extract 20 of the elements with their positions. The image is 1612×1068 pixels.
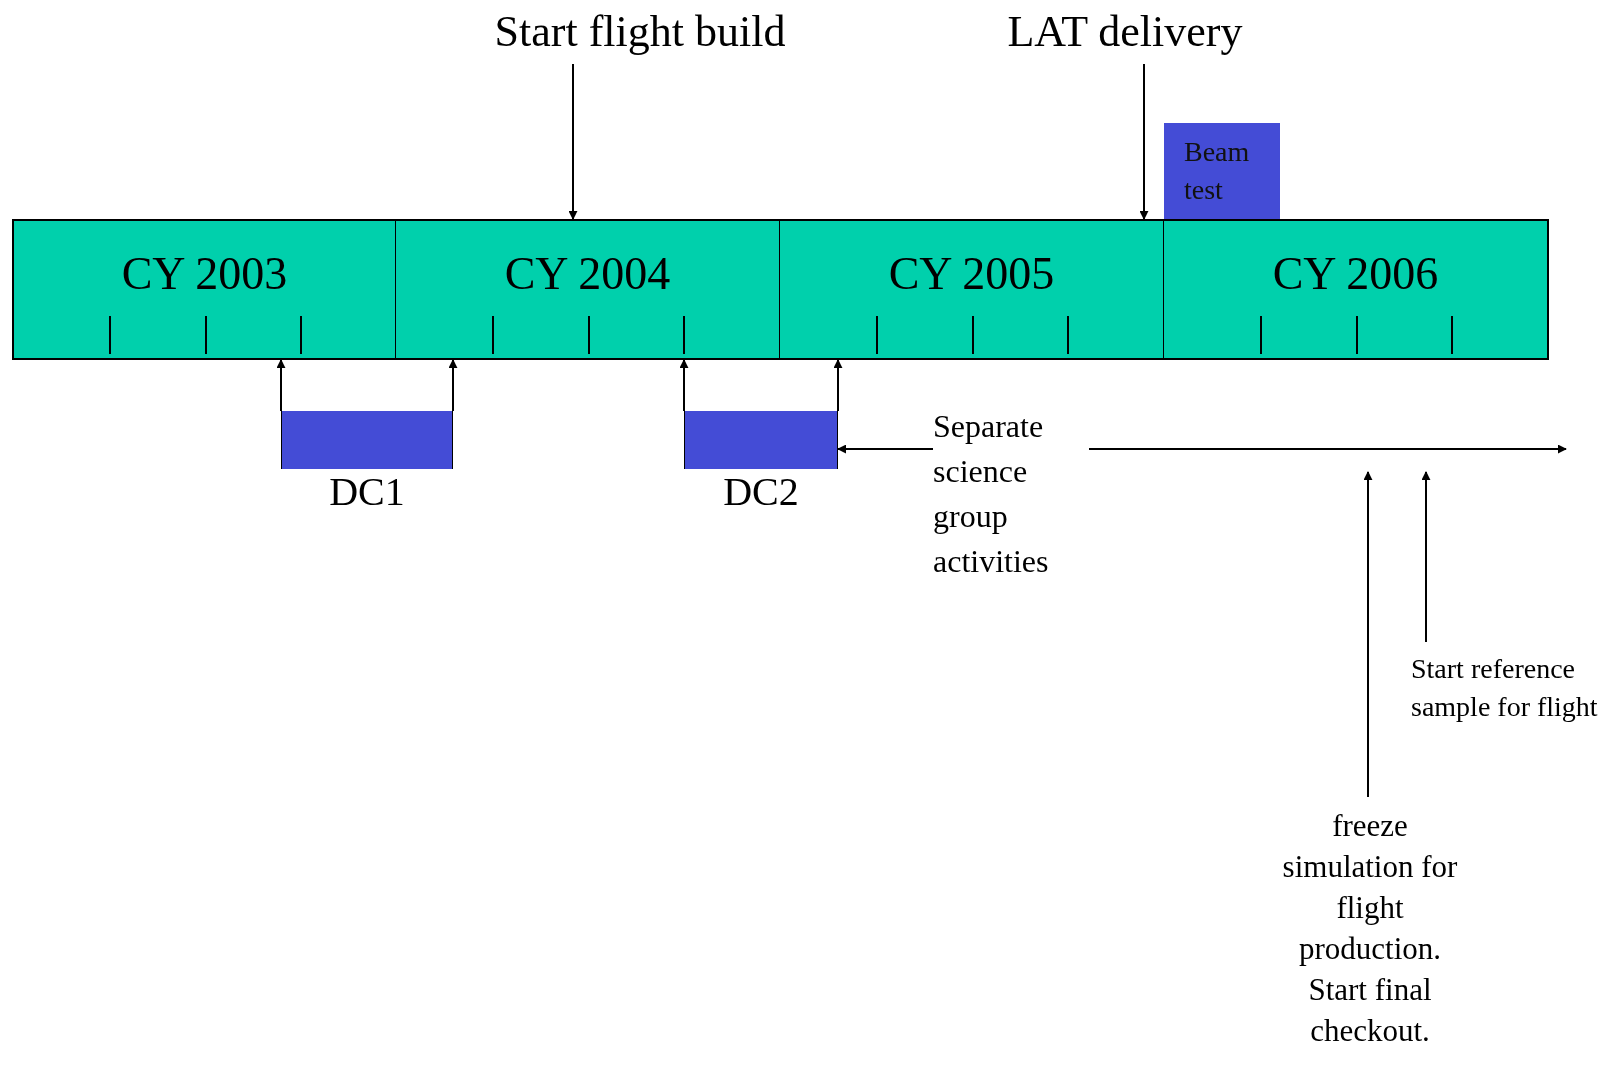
arrow bbox=[833, 359, 843, 412]
milestone-note: Start reference sample for flight bbox=[1411, 650, 1607, 770]
arrow bbox=[679, 359, 689, 412]
milestone-note: freeze simulation for flight production. Start final checkout. bbox=[1270, 805, 1470, 1055]
year-cell: CY 2005 bbox=[780, 219, 1165, 360]
arrow bbox=[1363, 471, 1373, 798]
arrow bbox=[1088, 444, 1567, 454]
year-cell: CY 2004 bbox=[396, 219, 781, 360]
arrow bbox=[276, 359, 286, 412]
year-cell: CY 2006 bbox=[1164, 219, 1549, 360]
arrow bbox=[1139, 63, 1149, 220]
arrow bbox=[568, 63, 578, 220]
year-cell: CY 2003 bbox=[12, 219, 397, 360]
arrow bbox=[837, 444, 934, 454]
milestone-label: Start flight build bbox=[470, 4, 810, 60]
beam-test-box: Beam test bbox=[1164, 123, 1280, 219]
arrow bbox=[448, 359, 458, 412]
activity-label: Separate science group activities bbox=[933, 404, 1083, 584]
arrow bbox=[1421, 471, 1431, 643]
milestone-label: LAT delivery bbox=[985, 4, 1265, 60]
